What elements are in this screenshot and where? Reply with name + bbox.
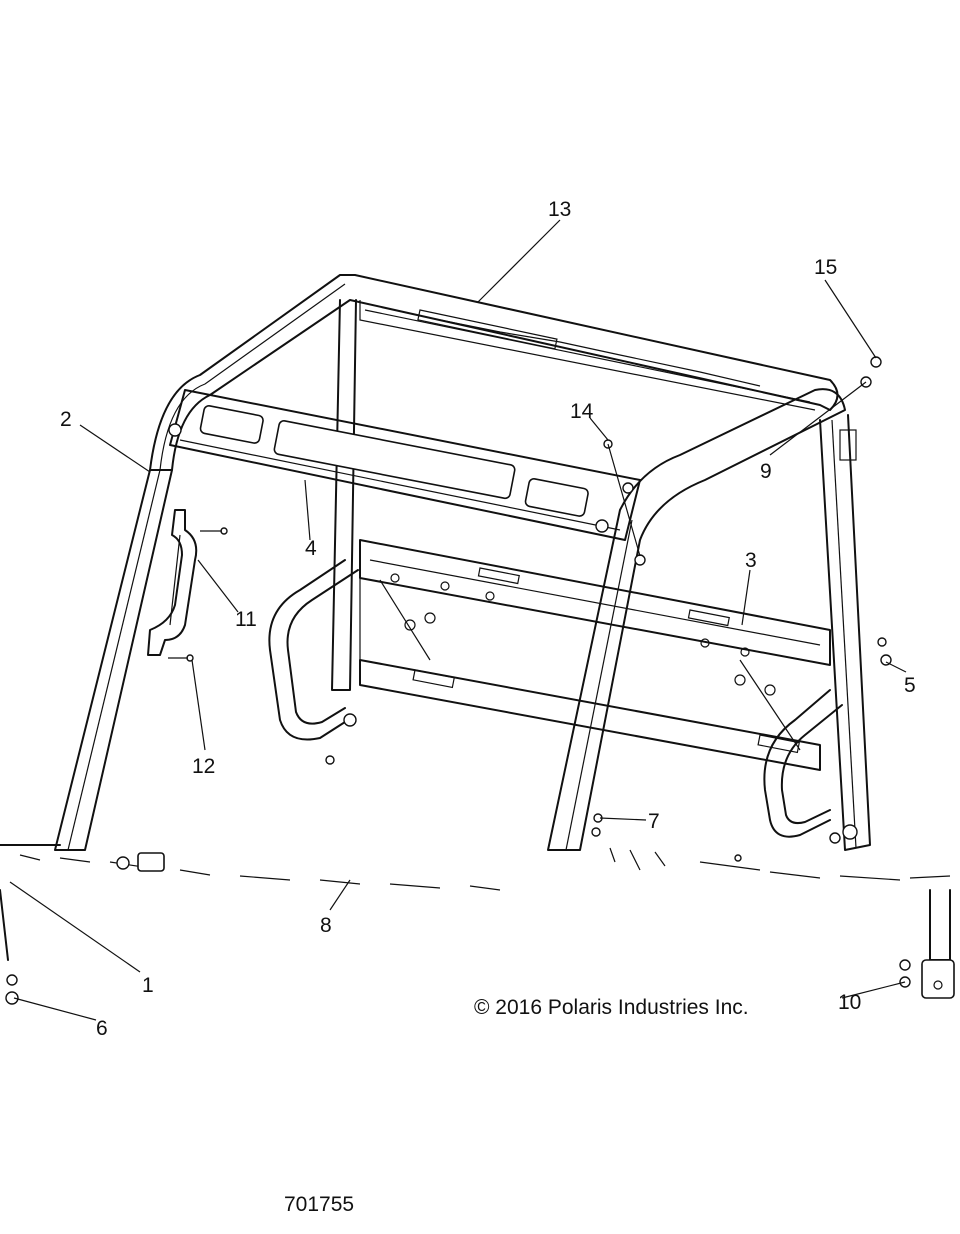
lower-base — [0, 844, 955, 999]
rear-panel — [359, 539, 831, 771]
callout-3: 3 — [745, 549, 757, 572]
callout-14: 14 — [570, 400, 594, 423]
document-number: 701755 — [284, 1193, 354, 1216]
callout-10: 10 — [838, 991, 861, 1014]
callout-9: 9 — [760, 460, 772, 483]
callout-4: 4 — [305, 537, 317, 560]
right-grab-hoop — [763, 689, 858, 844]
callout-7: 7 — [648, 810, 660, 833]
callout-2: 2 — [60, 408, 72, 431]
callout-11: 11 — [235, 608, 257, 631]
callout-15: 15 — [814, 256, 837, 279]
left-front-tube — [54, 299, 357, 851]
front-cross-panel — [168, 389, 641, 541]
left-grab-hoop — [268, 559, 359, 765]
right-front-tube — [547, 388, 871, 851]
callout-labels: 13 15 2 14 9 4 3 11 5 12 7 8 1 6 10 — [60, 198, 916, 1040]
copyright-notice: © 2016 Polaris Industries Inc. — [474, 996, 749, 1019]
callout-8: 8 — [320, 914, 332, 937]
hardware — [5, 356, 892, 1005]
leader-lines — [9, 219, 907, 1021]
callout-1: 1 — [142, 974, 154, 997]
callout-13: 13 — [548, 198, 571, 221]
callout-12: 12 — [192, 755, 215, 778]
callout-6: 6 — [96, 1017, 108, 1040]
grab-handle — [147, 509, 198, 656]
callout-5: 5 — [904, 674, 916, 697]
